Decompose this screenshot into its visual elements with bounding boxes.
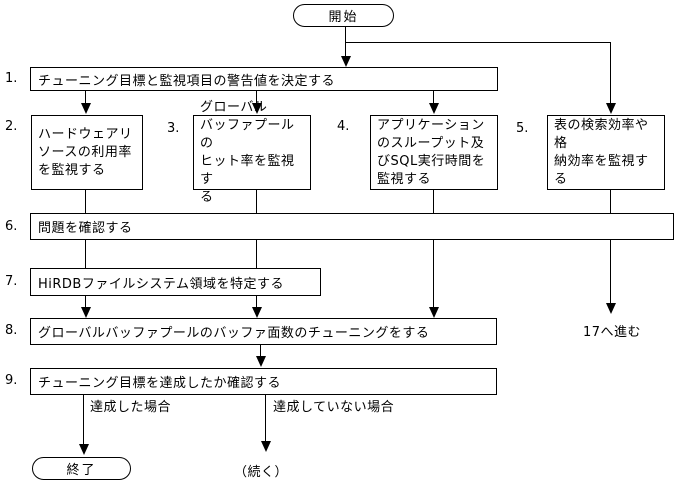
step9-number: 9. [5,373,18,388]
goto-step17-label: 17へ進む [583,325,642,340]
line-step6-to-step7-col1 [85,240,86,268]
arrowhead-into-step9 [256,356,266,367]
step2-label-line1: ハードウェアリ [38,126,133,142]
start-node: 開始 [293,4,394,27]
step9-label: チューニング目標を達成したか確認する [38,376,282,391]
step9-box: チューニング目標を達成したか確認する [30,368,497,395]
line-step9-to-end [83,395,84,446]
arrowhead-into-step8-col3 [429,307,439,318]
arrowhead-into-end [79,444,89,455]
line-step5-to-step6 [610,190,611,213]
line-branch-to-step5 [610,42,611,104]
step6-box: 問題を確認する [30,213,674,240]
arrowhead-into-step3 [252,103,262,114]
step7-label: HiRDBファイルシステム領域を特定する [38,276,284,292]
step1-label: チューニング目標と監視項目の警告値を決定する [38,73,336,89]
arrowhead-into-step4 [429,103,439,114]
step4-label-line1: アプリケーション [377,117,485,133]
step2-box: ハードウェアリ ソースの利用率 を監視する [31,115,143,190]
line-step9-to-continue [265,395,266,442]
step5-number: 5. [516,121,529,136]
arrowhead-into-continue [261,441,271,452]
arrowhead-into-step2 [81,103,91,114]
end-node: 終了 [32,457,131,480]
arrowhead-into-step5 [606,103,616,114]
step6-number: 6. [5,219,18,234]
step8-label: グローバルバッファプールのバッファ面数のチューニングをする [38,326,430,341]
step8-number: 8. [5,323,18,338]
line-step7-to-step8-col1 [85,296,86,309]
arrowhead-into-step1 [341,56,351,67]
step4-number: 4. [337,119,350,134]
step3-label-line1: グローバル [200,99,268,115]
step1-number: 1. [5,71,18,86]
step3-number: 3. [167,121,180,136]
line-step2-to-step6 [85,190,86,213]
step2-label-line3: を監視する [38,162,106,178]
step3-label-line4: る [200,189,214,205]
step5-label-line1: 表の検索効率や格 [554,117,649,151]
line-step8-to-step9 [260,345,261,358]
line-step6-to-goto [610,240,611,304]
branch-label-achieved: 達成した場合 [90,400,172,415]
step2-number: 2. [5,119,18,134]
step2-label-line2: ソースの利用率 [38,144,132,160]
step5-label-line2: 納効率を監視する [554,153,649,187]
step4-label-line3: びSQL実行時間を [377,153,486,169]
start-node-label: 開始 [328,10,359,25]
step1-box: チューニング目標と監視項目の警告値を決定する [30,67,498,91]
step7-number: 7. [5,274,18,289]
arrowhead-into-step8-col1 [81,307,91,318]
line-step1-to-step4 [433,91,434,105]
step7-box: HiRDBファイルシステム領域を特定する [30,268,321,296]
branch-label-not-achieved: 達成していない場合 [273,400,395,415]
end-node-label: 終了 [66,463,97,478]
step4-box: アプリケーション のスループット及 びSQL実行時間を 監視する [370,115,498,190]
line-step1-to-step3 [256,91,257,105]
step4-label-line4: 監視する [377,171,432,187]
arrowhead-into-goto [606,303,616,314]
step4-label-line2: のスループット及 [377,135,485,151]
step6-label: 問題を確認する [38,221,133,236]
step8-box: グローバルバッファプールのバッファ面数のチューニングをする [30,318,497,345]
line-step3-to-step6 [256,190,257,213]
line-step4-to-step6 [433,190,434,213]
line-step6-to-step7-col2 [256,240,257,268]
line-step6-to-step8-col3 [433,240,434,309]
line-step7-to-step8-col2 [256,296,257,309]
step3-box: グローバル バッファプールの ヒット率を監視す る [193,100,311,205]
arrowhead-into-step8-col2 [252,307,262,318]
continue-label: （続く） [234,465,289,480]
step3-label-line3: ヒット率を監視す [200,153,295,187]
step5-box: 表の検索効率や格 納効率を監視する [547,115,665,190]
line-branch-to-right [345,42,611,43]
line-step1-to-step2 [85,91,86,105]
step3-label-line2: バッファプールの [200,117,295,151]
